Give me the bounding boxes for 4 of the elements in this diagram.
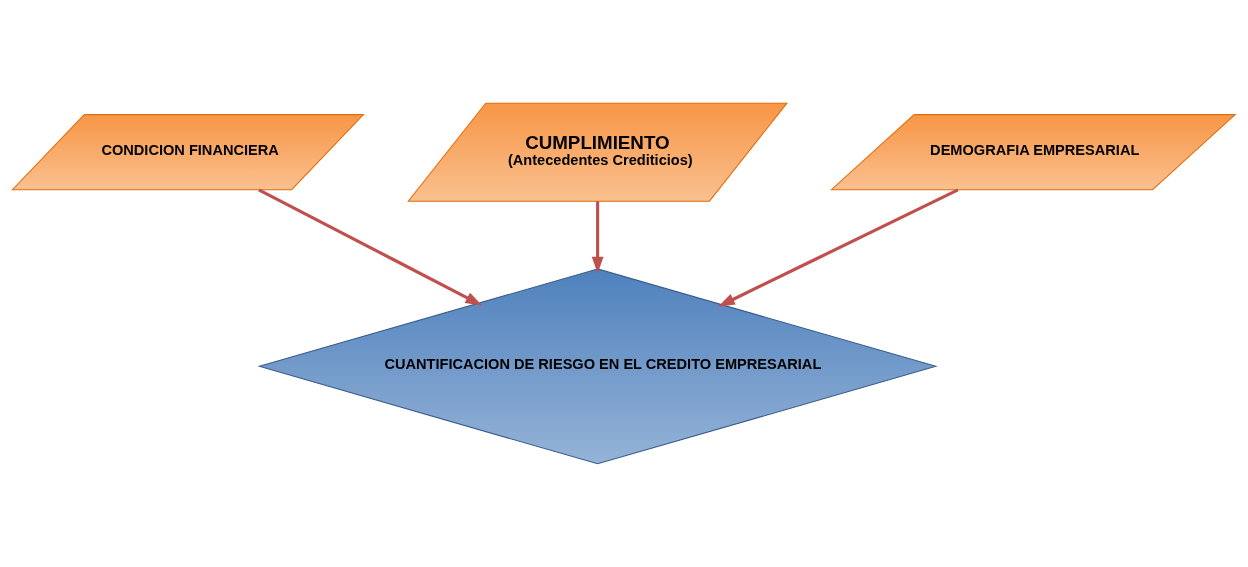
arrow — [591, 201, 604, 274]
arrow — [718, 188, 959, 307]
node-diamond: CUANTIFICACION DE RIESGO EN EL CREDITO EMPRESARIAL — [257, 268, 938, 465]
arrow — [258, 188, 483, 306]
